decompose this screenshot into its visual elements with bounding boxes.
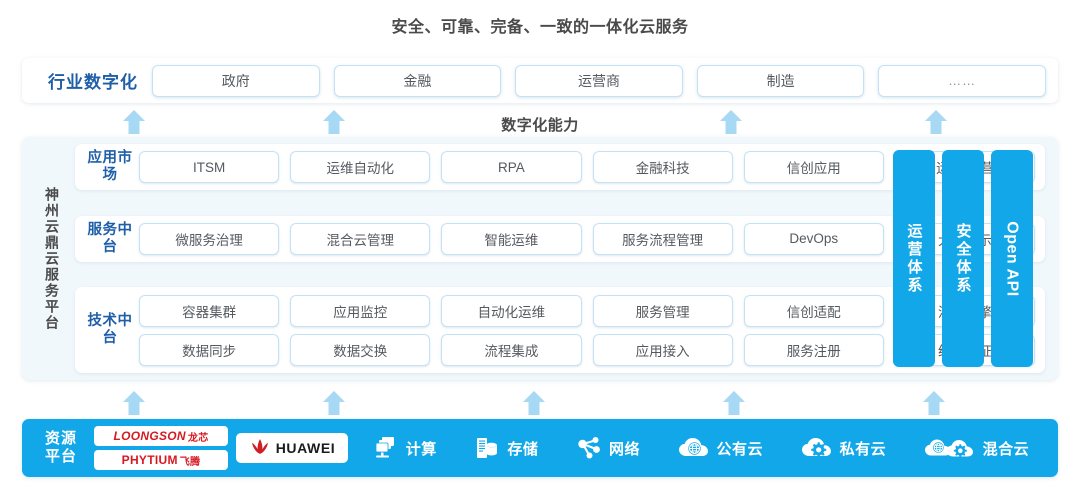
cell-data-sync[interactable]: 数据同步 (139, 333, 280, 366)
resource-item-storage-label: 存储 (507, 440, 539, 458)
industry-digitalization-panel: 行业数字化 政府 金融 运营商 制造 …… (22, 58, 1058, 103)
up-arrow-icon-3 (718, 109, 744, 135)
resource-label-line1: 资源 (44, 430, 77, 447)
huawei-brand-text: HUAWEI (275, 440, 336, 456)
cell-itsm[interactable]: ITSM (139, 151, 280, 183)
up-arrow-icon-5 (121, 390, 147, 416)
cell-xinchuang-app[interactable]: 信创应用 (743, 151, 884, 183)
cell-service-registry[interactable]: 服务注册 (743, 333, 884, 366)
cell-service-process-management[interactable]: 服务流程管理 (592, 222, 733, 255)
row-service-midplatform: 服务中台 微服务治理 混合云管理 智能运维 服务流程管理 DevOps 大屏展示 (75, 215, 1045, 262)
up-arrow-icon-2 (321, 109, 347, 135)
up-arrow-icon-1 (121, 109, 147, 135)
network-nodes-icon (578, 437, 600, 459)
loongson-brand-text: LOONGSON (113, 429, 186, 443)
private-cloud-gear-icon (801, 438, 831, 458)
resource-item-network[interactable]: 网络 (576, 435, 640, 461)
row-label-technology-midplatform: 技术中台 (87, 313, 133, 346)
resource-item-hybrid-cloud[interactable]: 混合云 (924, 436, 1030, 460)
hybrid-cloud-icon (924, 439, 973, 458)
storage-disk-icon (477, 438, 498, 458)
cell-devops[interactable]: DevOps (743, 222, 884, 255)
resource-item-private-cloud[interactable]: 私有云 (801, 436, 887, 460)
cell-rpa[interactable]: RPA (441, 151, 582, 183)
resource-label-line2: 平台 (44, 448, 77, 465)
cell-fintech[interactable]: 金融科技 (592, 151, 733, 183)
side-bar-security-label: 安全体系 (954, 222, 972, 295)
vendor-chip-huawei[interactable]: HUAWEI (236, 433, 348, 463)
side-bar-operations-system[interactable]: 运营体系 (893, 150, 935, 367)
cell-application-monitoring[interactable]: 应用监控 (290, 294, 431, 327)
digital-capability-label: 数字化能力 (501, 117, 579, 134)
up-arrow-icon-9 (921, 390, 947, 416)
phytium-cn-text: 飞腾 (179, 456, 201, 468)
cell-container-cluster[interactable]: 容器集群 (139, 294, 280, 327)
resource-item-network-label: 网络 (608, 440, 640, 458)
side-bar-open-api-label: Open API (1004, 220, 1022, 297)
huawei-flower-icon (251, 439, 268, 454)
bottom-arrow-band (0, 390, 1080, 418)
cell-aiops[interactable]: 智能运维 (441, 222, 582, 255)
industry-item-finance[interactable]: 金融 (333, 64, 502, 97)
resource-platform-label: 资源 平台 (34, 430, 88, 466)
side-bar-open-api[interactable]: Open API (991, 150, 1033, 367)
compute-servers-icon (375, 437, 394, 458)
page-title: 安全、可靠、完备、一致的一体化云服务 (391, 19, 689, 36)
industry-item-telecom[interactable]: 运营商 (515, 64, 683, 97)
up-arrow-icon-6 (321, 390, 347, 416)
resource-icon-list: 计算 存储 (348, 435, 1048, 461)
platform-vertical-label: 神州云鼎云服务平台 (29, 144, 75, 373)
up-arrow-icon-4 (923, 109, 949, 135)
cell-data-exchange[interactable]: 数据交换 (290, 333, 431, 366)
resource-item-compute-label: 计算 (405, 440, 437, 458)
platform-vertical-label-text: 神州云鼎云服务平台 (44, 186, 60, 331)
up-arrow-icon-7 (521, 390, 547, 416)
cell-service-management[interactable]: 服务管理 (592, 294, 733, 327)
side-bar-operations-label: 运营体系 (905, 222, 923, 295)
top-arrow-band (0, 108, 1080, 136)
side-bar-security-system[interactable]: 安全体系 (942, 150, 984, 367)
resource-item-public-cloud-label: 公有云 (716, 440, 764, 458)
industry-panel-label: 行业数字化 (48, 73, 138, 92)
cell-hybrid-cloud-management[interactable]: 混合云管理 (290, 222, 431, 255)
resource-item-public-cloud[interactable]: 公有云 (678, 436, 764, 460)
cell-process-integration[interactable]: 流程集成 (441, 333, 582, 366)
phytium-brand-text: PHYTIUM (121, 453, 178, 467)
resource-item-compute[interactable]: 计算 (373, 435, 437, 461)
industry-item-manufacturing[interactable]: 制造 (696, 64, 865, 97)
cell-xinchuang-adaptation[interactable]: 信创适配 (743, 294, 884, 327)
cell-automated-ops[interactable]: 自动化运维 (441, 294, 582, 327)
industry-items-list: 政府 金融 运营商 制造 …… (152, 64, 1046, 97)
cell-application-access[interactable]: 应用接入 (592, 333, 733, 366)
loongson-cn-text: 龙芯 (187, 432, 209, 444)
industry-item-more[interactable]: …… (878, 64, 1046, 97)
cell-ops-automation[interactable]: 运维自动化 (290, 151, 431, 183)
resource-item-private-cloud-label: 私有云 (839, 440, 887, 458)
row-label-application-market: 应用市场 (87, 150, 133, 183)
row-label-service-midplatform: 服务中台 (87, 221, 133, 255)
cell-microservice-governance[interactable]: 微服务治理 (139, 222, 280, 255)
resource-item-hybrid-cloud-label: 混合云 (982, 440, 1030, 458)
up-arrow-icon-8 (721, 390, 747, 416)
public-cloud-globe-icon (678, 438, 708, 456)
side-bars: 运营体系 安全体系 Open API (893, 150, 1033, 367)
industry-item-government[interactable]: 政府 (152, 64, 320, 97)
resource-item-storage[interactable]: 存储 (474, 435, 538, 461)
